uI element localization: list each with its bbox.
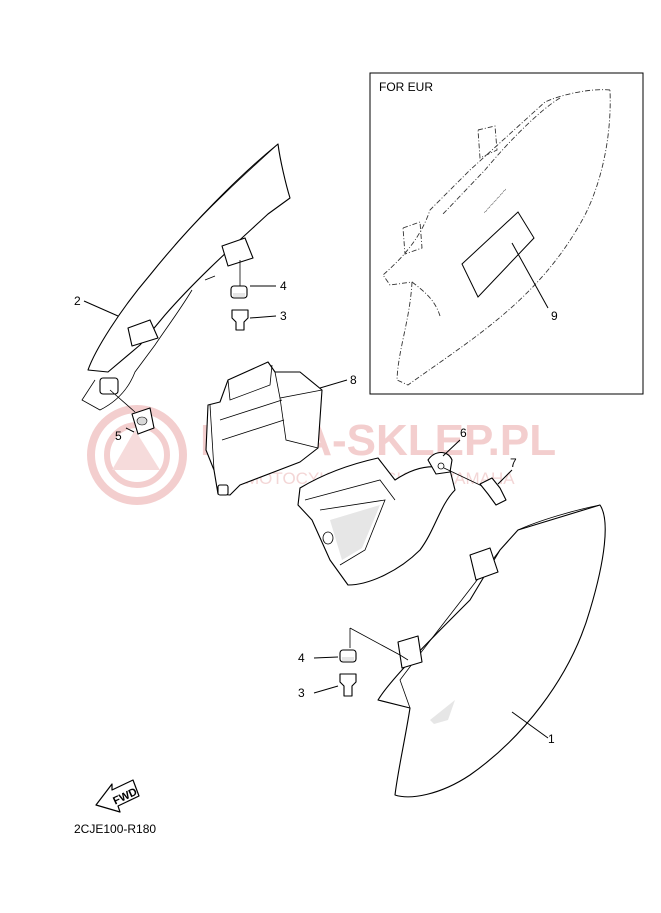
callout-4-lower: 4 — [298, 651, 305, 665]
damper — [109, 389, 155, 435]
bolt-lower-icon — [339, 673, 357, 697]
decal-label — [461, 211, 535, 298]
callout-2: 2 — [74, 294, 81, 308]
callout-1: 1 — [548, 732, 555, 746]
eur-inset: FOR EUR ~~~~~~~ 9 — [369, 72, 644, 395]
callout-6: 6 — [460, 426, 467, 440]
lower-fasteners — [339, 627, 409, 697]
inner-cover — [297, 457, 456, 586]
fwd-arrow-icon: FWD — [95, 779, 140, 813]
callout-9: 9 — [551, 309, 558, 323]
upper-fasteners — [230, 260, 249, 331]
callout-7: 7 — [510, 456, 517, 470]
bolt-icon — [479, 477, 507, 506]
diagram-code: 2CJE100-R180 — [74, 822, 156, 836]
callout-5: 5 — [115, 429, 122, 443]
callout-3-lower: 3 — [298, 686, 305, 700]
inset-title: FOR EUR — [379, 80, 433, 94]
bolt-upper-icon — [231, 309, 249, 331]
bracket-bolt — [427, 451, 507, 506]
callout-3-upper: 3 — [280, 309, 287, 323]
svg-text:~~~~~~~: ~~~~~~~ — [481, 186, 510, 217]
callout-8: 8 — [350, 373, 357, 387]
callout-4-upper: 4 — [280, 279, 287, 293]
tool-box — [205, 361, 323, 496]
right-side-cover — [377, 504, 606, 798]
left-side-cover — [81, 143, 291, 411]
inset-frame — [369, 72, 644, 395]
